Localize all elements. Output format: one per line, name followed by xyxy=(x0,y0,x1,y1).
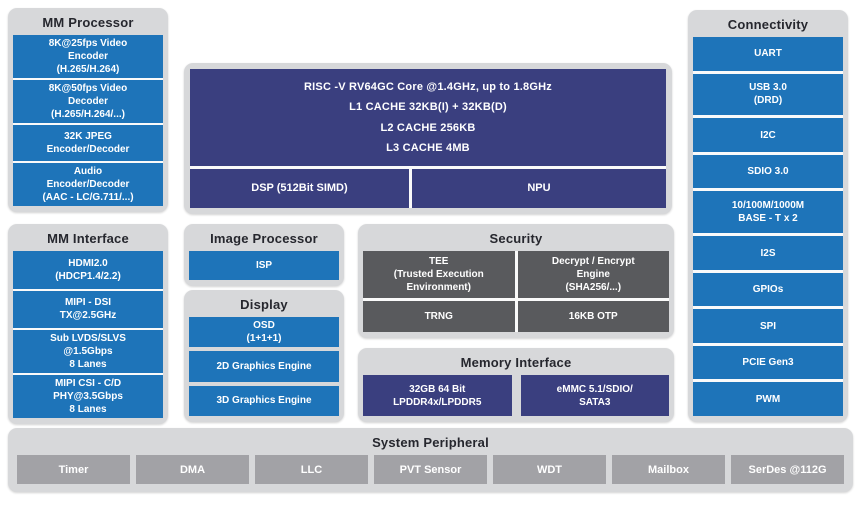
block-wdt: WDT xyxy=(493,455,606,484)
block-8k25-video-encoder: 8K@25fps Video Encoder (H.265/H.264) xyxy=(13,35,163,78)
block-emmc: eMMC 5.1/SDIO/ SATA3 xyxy=(520,375,669,416)
block-sdio: SDIO 3.0 xyxy=(693,154,843,189)
block-timer: Timer xyxy=(17,455,130,484)
panel-connectivity: Connectivity UART USB 3.0 (DRD) I2C SDIO… xyxy=(688,10,848,422)
panel-security: Security TEE (Trusted Execution Environm… xyxy=(358,224,674,338)
block-serdes: SerDes @112G xyxy=(731,455,844,484)
system-peripheral-block-row: Timer DMA LLC PVT Sensor WDT Mailbox Ser… xyxy=(17,455,844,484)
block-pvt-sensor: PVT Sensor xyxy=(374,455,487,484)
panel-display: Display OSD (1+1+1) 2D Graphics Engine 3… xyxy=(184,290,344,422)
block-uart: UART xyxy=(693,37,843,71)
block-npu: NPU xyxy=(411,169,666,208)
panel-mm-interface: MM Interface HDMI2.0 (HDCP1.4/2.2) MIPI … xyxy=(8,224,168,424)
security-block-grid: TEE (Trusted Execution Environment) Decr… xyxy=(363,251,669,332)
block-2d-graphics: 2D Graphics Engine xyxy=(189,351,339,382)
core-block-group: RISC -V RV64GC Core @1.4GHz, up to 1.8GH… xyxy=(190,69,666,208)
block-8k50-video-decoder: 8K@50fps Video Decoder (H.265/H.264/...) xyxy=(13,80,163,123)
display-title: Display xyxy=(240,297,288,312)
block-spi: SPI xyxy=(693,309,843,343)
mm-processor-title: MM Processor xyxy=(42,15,134,30)
connectivity-title: Connectivity xyxy=(727,17,809,32)
panel-image-processor: Image Processor ISP xyxy=(184,224,344,286)
mm-interface-block-list: HDMI2.0 (HDCP1.4/2.2) MIPI - DSI TX@2.5G… xyxy=(13,251,163,418)
block-otp: 16KB OTP xyxy=(517,301,669,332)
block-mipi-csi: MIPI CSI - C/D PHY@3.5Gbps 8 Lanes xyxy=(13,375,163,418)
block-ethernet: 10/100M/1000M BASE - T x 2 xyxy=(693,191,843,234)
block-osd: OSD (1+1+1) xyxy=(189,317,339,348)
block-gpio: GPIOs xyxy=(693,272,843,307)
panel-cpu-core: RISC -V RV64GC Core @1.4GHz, up to 1.8GH… xyxy=(184,63,672,214)
block-pcie: PCIE Gen3 xyxy=(693,345,843,380)
block-sub-lvds: Sub LVDS/SLVS @1.5Gbps 8 Lanes xyxy=(13,330,163,373)
panel-mm-processor: MM Processor 8K@25fps Video Encoder (H.2… xyxy=(8,8,168,212)
system-peripheral-title: System Peripheral xyxy=(372,435,489,450)
block-lpddr: 32GB 64 Bit LPDDR4x/LPDDR5 xyxy=(363,375,512,416)
block-i2c: I2C xyxy=(693,118,843,152)
block-isp: ISP xyxy=(189,251,339,280)
block-crypto-engine: Decrypt / Encrypt Engine (SHA256/...) xyxy=(517,251,669,299)
core-coprocessor-row: DSP (512Bit SIMD) NPU xyxy=(190,169,666,208)
panel-memory-interface: Memory Interface 32GB 64 Bit LPDDR4x/LPD… xyxy=(358,348,674,422)
block-usb: USB 3.0 (DRD) xyxy=(693,73,843,116)
mm-interface-title: MM Interface xyxy=(47,231,129,246)
block-mailbox: Mailbox xyxy=(612,455,725,484)
panel-system-peripheral: System Peripheral Timer DMA LLC PVT Sens… xyxy=(8,428,853,492)
display-block-list: OSD (1+1+1) 2D Graphics Engine 3D Graphi… xyxy=(189,317,339,416)
block-tee: TEE (Trusted Execution Environment) xyxy=(363,251,515,299)
block-hdmi: HDMI2.0 (HDCP1.4/2.2) xyxy=(13,251,163,289)
image-processor-block-list: ISP xyxy=(189,251,339,280)
block-32k-jpeg-codec: 32K JPEG Encoder/Decoder xyxy=(13,125,163,161)
mm-processor-block-list: 8K@25fps Video Encoder (H.265/H.264) 8K@… xyxy=(13,35,163,206)
block-dma: DMA xyxy=(136,455,249,484)
image-processor-title: Image Processor xyxy=(210,231,318,246)
connectivity-block-list: UART USB 3.0 (DRD) I2C SDIO 3.0 10/100M/… xyxy=(693,37,843,416)
block-mipi-dsi: MIPI - DSI TX@2.5GHz xyxy=(13,290,163,328)
memory-block-row: 32GB 64 Bit LPDDR4x/LPDDR5 eMMC 5.1/SDIO… xyxy=(363,375,669,416)
block-dsp: DSP (512Bit SIMD) xyxy=(190,169,409,208)
block-trng: TRNG xyxy=(363,301,515,332)
block-audio-codec: Audio Encoder/Decoder (AAC - LC/G.711/..… xyxy=(13,163,163,206)
block-i2s: I2S xyxy=(693,236,843,270)
block-3d-graphics: 3D Graphics Engine xyxy=(189,385,339,416)
block-riscv-core: RISC -V RV64GC Core @1.4GHz, up to 1.8GH… xyxy=(190,69,666,166)
block-llc: LLC xyxy=(255,455,368,484)
memory-interface-title: Memory Interface xyxy=(460,355,572,370)
block-pwm: PWM xyxy=(693,382,843,416)
security-title: Security xyxy=(489,231,543,246)
